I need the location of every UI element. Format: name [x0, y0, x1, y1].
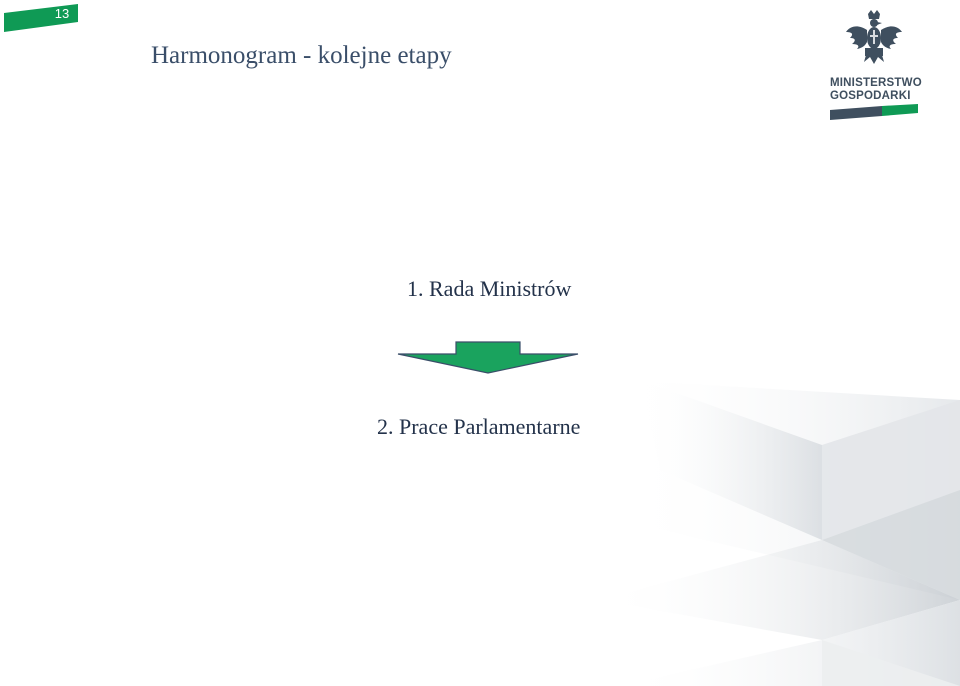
page-number: 13: [54, 6, 70, 21]
page-number-badge: [4, 4, 78, 32]
logo-text-line1: MINISTERSTWO: [830, 77, 922, 89]
logo-text-line2: GOSPODARKI: [830, 90, 911, 102]
step-2-label: 2. Prace Parlamentarne: [377, 414, 581, 439]
step-1-label: 1. Rada Ministrów: [407, 276, 572, 301]
polish-eagle-emblem-icon: [846, 10, 902, 64]
logo-color-bar: [830, 104, 918, 120]
ministry-logo: MINISTERSTWO GOSPODARKI: [828, 10, 922, 122]
down-arrow-icon: [397, 341, 579, 374]
slide-title: Harmonogram - kolejne etapy: [151, 42, 452, 69]
